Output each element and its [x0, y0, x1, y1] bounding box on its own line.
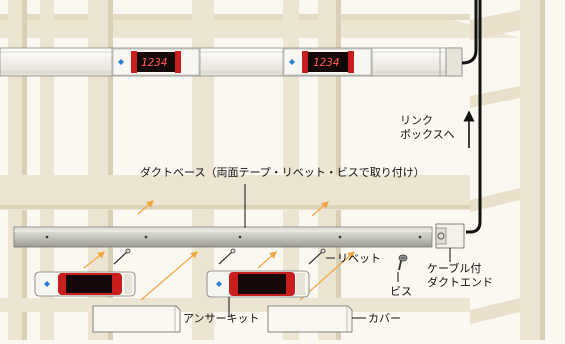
duct-base-label: ダクトベース（両面テープ・リベット・ビスで取り付け）: [140, 166, 425, 179]
cover-piece-2: [267, 305, 366, 333]
top-display-unit-2: 1234: [283, 48, 372, 76]
top-display-unit-1: 1234: [112, 48, 200, 76]
link-box-label-line1: リンク: [400, 114, 433, 127]
blue-diamond-icon: [118, 59, 124, 65]
top-duct: 1234 1234: [0, 47, 463, 77]
rivet-label: リベット: [337, 252, 381, 265]
cover-label: カバー: [368, 312, 401, 325]
link-box-label-line2: ボックスへ: [400, 128, 455, 141]
screw-label: ビス: [390, 285, 412, 298]
answer-kit-unit-1: [34, 271, 136, 297]
cable-end-label-line2: ダクトエンド: [427, 276, 493, 289]
answer-kit-unit-2: [206, 270, 310, 317]
cable: [461, 0, 482, 234]
display-readout-2: 1234: [313, 56, 340, 69]
rivet-icon: [308, 248, 335, 265]
cover-piece-1: [92, 305, 181, 333]
duct-base-rail: [13, 226, 433, 248]
rivet-icon: [218, 248, 236, 265]
blue-diamond-icon: [289, 59, 295, 65]
cable-duct-end: [435, 223, 465, 262]
cable-end-label-line1: ケーブル付: [427, 262, 482, 275]
rivet-icon: [113, 248, 131, 265]
screw-icon: [397, 254, 408, 282]
answer-kit-label: アンサーキット: [183, 312, 260, 325]
display-readout-1: 1234: [141, 56, 168, 69]
